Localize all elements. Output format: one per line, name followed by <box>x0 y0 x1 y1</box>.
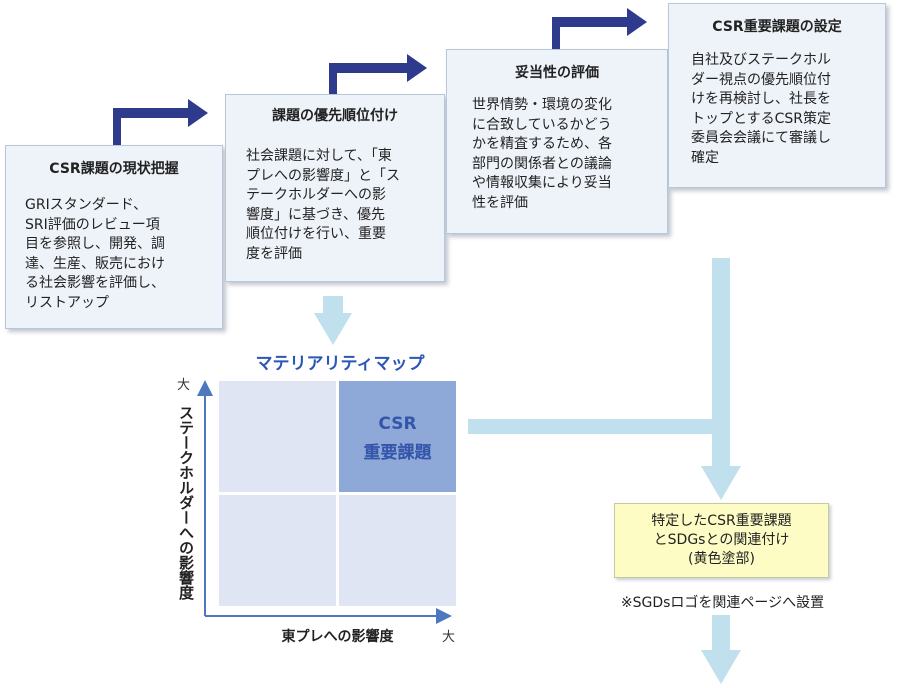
highlight-label-important: 重要課題 <box>363 443 432 463</box>
matrix-cell-top-left <box>219 381 336 492</box>
highlight-label-csr: CSR <box>378 414 417 434</box>
matrix-cell-top-right <box>339 381 456 492</box>
step-box-2: 課題の優先順位付け 社会課題に対して、「東 プレへの影響度」と「ス テークホルダ… <box>225 94 445 282</box>
down-arrow-to-sdg <box>701 258 741 500</box>
connector-from-matrix <box>468 419 722 434</box>
sdg-link-box: 特定したCSR重要課題 とSDGsとの関連付け (黄色塗部) <box>614 503 829 578</box>
step-arrow-3 <box>552 8 647 50</box>
step-arrow-2 <box>329 54 427 95</box>
step-4-body: 自社及びステークホル ダー視点の優先順位付 けを再検討し、社長を トップとするC… <box>691 52 831 166</box>
matrix-cell-bottom-right <box>339 495 456 606</box>
step-2-body: 社会課題に対して、「東 プレへの影響度」と「ス テークホルダーへの影 響度」に基… <box>246 148 400 262</box>
step-box-1: CSR課題の現状把握 GRIスタンダード、 SRI評価のレビュー項 目を参照し、… <box>5 145 223 329</box>
step-box-4: CSR重要課題の設定 自社及びステークホル ダー視点の優先順位付 けを再検討し、… <box>668 3 886 188</box>
y-axis-label: ステークホルダーへの影響度 <box>177 405 195 600</box>
materiality-map-title: マテリアリティマップ <box>255 354 425 374</box>
step-1-title: CSR課題の現状把握 <box>49 161 179 177</box>
sdg-link-text: 特定したCSR重要課題 とSDGsとの関連付け (黄色塗部) <box>651 513 792 567</box>
sdg-logo-note: ※SGDsロゴを関連ページへ設置 <box>620 595 825 611</box>
step-arrow-1 <box>113 99 208 146</box>
step-2-title: 課題の優先順位付け <box>272 108 398 124</box>
step-3-title: 妥当性の評価 <box>515 65 599 81</box>
step-4-title: CSR重要課題の設定 <box>712 19 842 35</box>
step-box-3: 妥当性の評価 世界情勢・環境の変化 に合致しているかどう かを精査するため、各 … <box>446 49 668 234</box>
x-axis-label: 東プレへの影響度 <box>281 629 394 645</box>
matrix-cell-bottom-left <box>219 495 336 606</box>
down-arrow-to-map <box>314 296 352 345</box>
y-axis-max-label: 大 <box>177 378 191 393</box>
step-3-body: 世界情勢・環境の変化 に合致しているかどう かを精査するため、各 部門の関係者と… <box>472 97 612 211</box>
step-1-body: GRIスタンダード、 SRI評価のレビュー項 目を参照し、開発、調 達、生産、販… <box>25 197 165 311</box>
down-arrow-bottom <box>701 615 741 684</box>
x-axis-max-label: 大 <box>442 630 456 645</box>
